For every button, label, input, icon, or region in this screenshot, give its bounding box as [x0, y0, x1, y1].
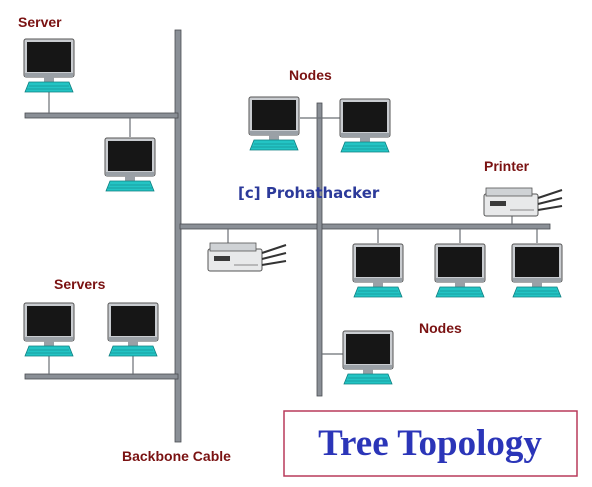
- computer-icon: [23, 38, 75, 93]
- watermark: [c] Prohathacker: [238, 184, 380, 202]
- main-horizontal-cable: [179, 223, 551, 230]
- backbone-cable-label: Backbone Cable: [122, 448, 231, 464]
- nodes-vertical-cable: [316, 102, 323, 397]
- server-branch-cable: [24, 112, 179, 119]
- computer-icon: [248, 96, 300, 151]
- title-box: [283, 410, 578, 477]
- computer-icon: [23, 302, 75, 357]
- computer-icon: [434, 243, 486, 298]
- server-label: Server: [18, 14, 62, 30]
- servers-branch-cable: [24, 373, 179, 380]
- computer-icon: [352, 243, 404, 298]
- nodes-bottom-label: Nodes: [419, 320, 462, 336]
- computer-icon: [107, 302, 159, 357]
- computer-icon: [104, 137, 156, 192]
- computer-icon: [342, 330, 394, 385]
- printer-icon: [483, 187, 563, 217]
- nodes-top-label: Nodes: [289, 67, 332, 83]
- backbone-cable-vertical: [174, 29, 182, 443]
- computer-icon: [511, 243, 563, 298]
- servers-label: Servers: [54, 276, 106, 292]
- computer-icon: [339, 98, 391, 153]
- diagram-title: Tree Topology: [318, 423, 542, 464]
- printer-icon: [207, 242, 287, 272]
- printer-label: Printer: [484, 158, 530, 174]
